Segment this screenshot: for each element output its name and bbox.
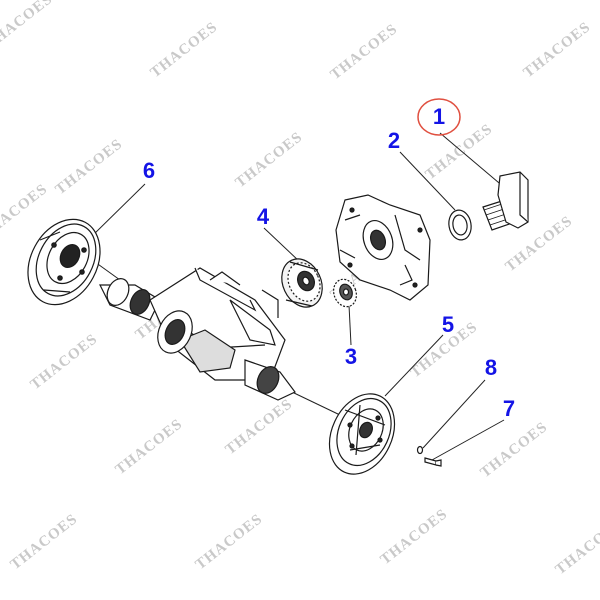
watermark: THACOES xyxy=(148,19,221,81)
washer xyxy=(416,445,424,455)
watermark: THACOES xyxy=(378,506,451,568)
watermark: THACOES xyxy=(223,396,296,458)
callout-7[interactable]: 7 xyxy=(502,396,516,421)
callout-2[interactable]: 2 xyxy=(387,128,401,153)
leader-line-8 xyxy=(422,379,486,449)
leader-line-3 xyxy=(348,304,352,346)
watermark: THACOES xyxy=(28,331,101,393)
callout-4[interactable]: 4 xyxy=(256,204,270,229)
leader-line-5 xyxy=(384,334,444,397)
leader-line-1 xyxy=(439,132,506,189)
right-brake-drum xyxy=(328,393,396,475)
watermark: THACOES xyxy=(233,129,306,191)
callout-6[interactable]: 6 xyxy=(142,158,156,183)
watermark: THACOES xyxy=(328,21,401,83)
leader-line-7 xyxy=(431,419,505,461)
leader-line-4 xyxy=(263,227,301,263)
large-spur-gear xyxy=(281,258,323,308)
washer-and-bolt xyxy=(416,445,442,467)
callout-3[interactable]: 3 xyxy=(344,344,358,369)
small-pinion-gear xyxy=(333,278,357,308)
leader-line-6 xyxy=(89,183,146,239)
watermark: THACOES xyxy=(0,0,56,53)
leader-lines xyxy=(89,132,506,461)
callout-1[interactable]: 1 xyxy=(432,104,446,129)
callout-5[interactable]: 5 xyxy=(441,312,455,337)
watermark: THACOES xyxy=(53,136,126,198)
axle-axis-left xyxy=(94,261,121,281)
leader-line-2 xyxy=(399,151,456,211)
watermark: THACOES xyxy=(8,511,81,573)
oil-seal-ring xyxy=(448,209,472,241)
axle-axis-right xyxy=(291,391,341,416)
highlight-circle xyxy=(417,98,461,136)
splined-shaft-flange xyxy=(482,171,529,231)
watermark: THACOES xyxy=(193,511,266,573)
watermark: THACOES xyxy=(521,19,594,81)
watermark: THACOES xyxy=(113,416,186,478)
gear-cover-plate xyxy=(335,194,431,301)
axle-housing xyxy=(99,267,296,401)
left-brake-drum xyxy=(27,218,101,306)
watermark: THACOES xyxy=(423,121,496,183)
watermark: THACOES xyxy=(553,516,600,578)
callout-8[interactable]: 8 xyxy=(484,355,498,380)
